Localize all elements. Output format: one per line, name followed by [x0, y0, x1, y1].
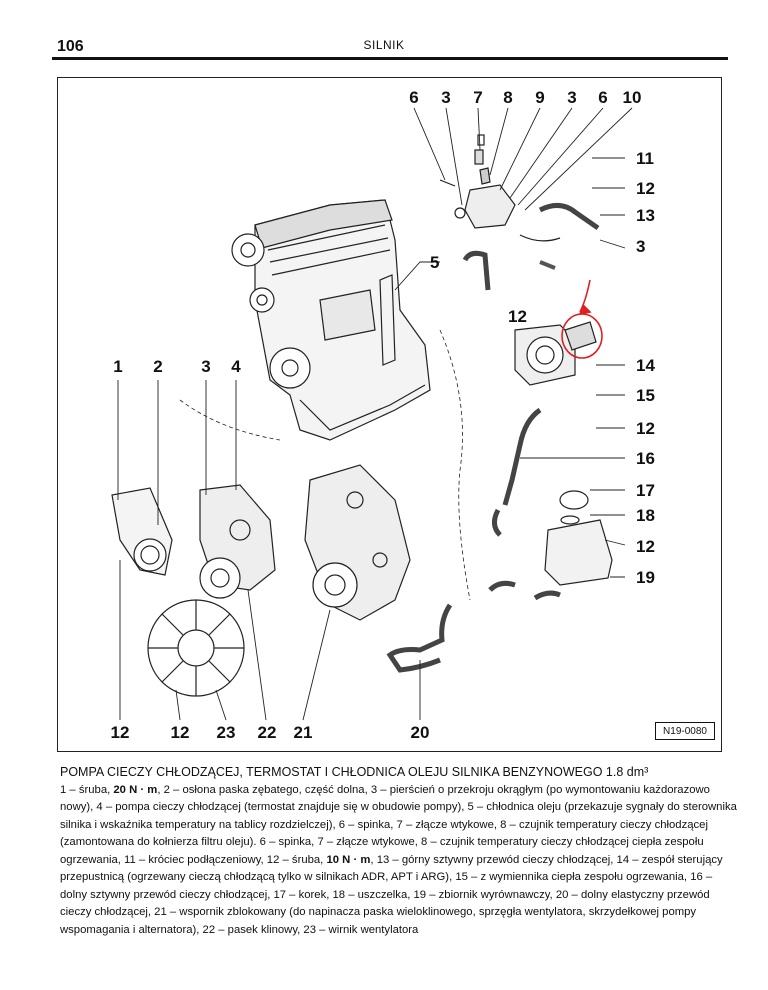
callout: 6	[598, 88, 607, 107]
engine-block-drawing	[231, 199, 431, 441]
callout: 9	[535, 88, 544, 107]
running-head: SILNIK	[363, 38, 405, 52]
callout: 6	[409, 88, 418, 107]
left-callouts: 1 2 3 4	[113, 357, 241, 376]
right-callouts: 11 12 13 3 5 12 14 15 12 16 17 18 12 19	[430, 149, 655, 587]
callout: 7	[473, 88, 482, 107]
callout: 22	[258, 723, 277, 742]
callout: 17	[636, 481, 655, 500]
callout: 12	[636, 419, 655, 438]
callout: 1	[113, 357, 122, 376]
figure-frame	[57, 77, 722, 752]
caption-title: POMPA CIECZY CHŁODZĄCEJ, TERMOSTAT I CHŁ…	[60, 765, 649, 779]
fan-drawing	[147, 599, 245, 697]
caption-text: , 2 – osłona paska zębatego, część dolna…	[60, 783, 737, 849]
figure-caption: POMPA CIECZY CHŁODZĄCEJ, TERMOSTAT I CHŁ…	[60, 764, 740, 939]
thermostat-housing-drawing	[439, 134, 600, 291]
bracket-drawing	[304, 464, 411, 621]
water-pump-drawing	[199, 484, 276, 599]
callout: 5	[430, 253, 439, 272]
caption-text: ciepła zespołu ogrzewania, 11 – króciec …	[60, 836, 704, 866]
callout: 13	[636, 206, 655, 225]
expansion-tank-drawing	[544, 490, 613, 586]
red-annotation	[561, 279, 603, 359]
callout: 4	[231, 357, 241, 376]
figure-code: N19-0080	[655, 722, 715, 740]
callout: 3	[636, 237, 645, 256]
throttle-body-drawing	[514, 321, 597, 386]
callout: 19	[636, 568, 655, 587]
callout: 12	[636, 537, 655, 556]
callout: 16	[636, 449, 655, 468]
torque-value: 20 N · m	[113, 783, 158, 796]
caption-text: , 13 – górny sztywny przewód cieczy chło…	[60, 853, 723, 936]
caption-text: 1 – śruba,	[60, 783, 114, 796]
top-callouts: 6 3 7 8 9 3 6 10	[409, 88, 641, 107]
callout: 20	[411, 723, 430, 742]
callout: 3	[441, 88, 450, 107]
page-number: 106	[57, 38, 84, 55]
callout: 3	[567, 88, 576, 107]
bottom-callouts: 12 12 23 22 21 20	[111, 723, 430, 742]
torque-value: 10 N · m	[326, 853, 371, 866]
callout: 23	[217, 723, 236, 742]
callout: 10	[623, 88, 642, 107]
header-rule	[52, 57, 728, 60]
callout: 2	[153, 357, 162, 376]
callout: 12	[111, 723, 130, 742]
timing-cover-drawing	[111, 487, 173, 576]
callout: 11	[636, 149, 654, 168]
callout: 18	[636, 506, 655, 525]
callout: 12	[636, 179, 655, 198]
callout: 21	[294, 723, 313, 742]
callout: 14	[636, 356, 655, 375]
callout: 12	[508, 307, 527, 326]
callout: 15	[636, 386, 655, 405]
callout: 3	[201, 357, 210, 376]
lower-hoses-drawing	[386, 407, 561, 673]
leader-lines	[117, 107, 633, 721]
caption-body: 1 – śruba, 20 N · m, 2 – osłona paska zę…	[60, 782, 740, 940]
callout: 12	[171, 723, 190, 742]
callout: 8	[503, 88, 512, 107]
